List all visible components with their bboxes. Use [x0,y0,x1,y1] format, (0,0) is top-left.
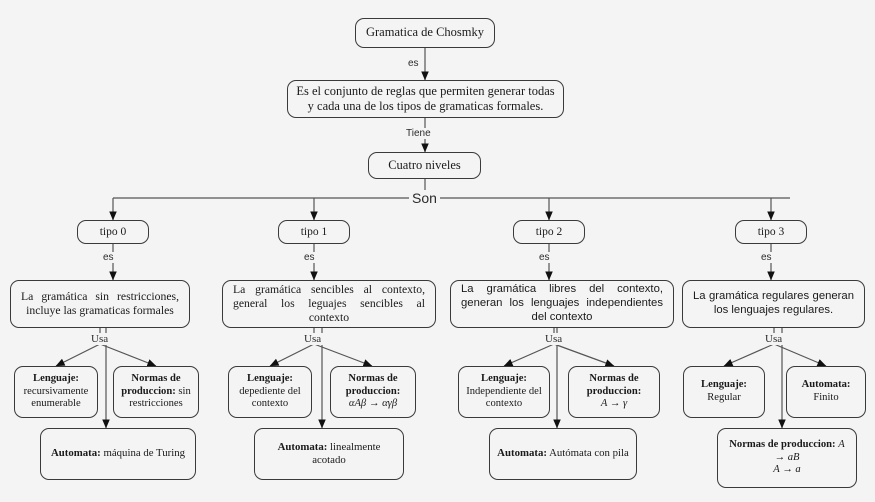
node-tipo1-lenguaje-label: Lenguaje: [247,372,293,384]
node-desc-tipo-0-label: La gramática sin restricciones, incluye … [21,289,179,317]
node-tipo2-normas-value: A → γ [600,398,628,410]
node-tipo-3-label: tipo 3 [757,225,785,238]
node-desc-tipo-2-label: La gramática libres del contexto, genera… [461,283,663,323]
node-tipo0-normas-value: sin restricciones [129,385,191,410]
node-root[interactable]: Gramatica de Chosmky [355,18,495,48]
node-tipo1-normas-label: Normas de produccion: [345,372,401,397]
node-tipo2-lenguaje[interactable]: Lenguaje: Independiente del contexto [458,366,550,418]
node-tipo0-automata[interactable]: Automata: máquina de Turing [40,428,196,480]
node-tipo3-automata[interactable]: Automata: Finito [786,366,866,418]
edge-label-es-tipo-2: es [536,252,553,263]
node-tipo-2-label: tipo 2 [535,225,563,238]
edge-label-tiene: Tiene [403,128,434,139]
node-desc-tipo-1-label: La gramática sencibles al contexto, gene… [233,282,425,325]
node-tipo1-normas-value: αAβ → αγβ [348,398,398,410]
node-tipo1-automata-value: linealmente acotado [312,440,381,466]
node-cuatro-niveles[interactable]: Cuatro niveles [368,152,481,179]
node-root-label: Gramatica de Chosmky [365,25,485,40]
edge-label-es-tipo-3: es [758,252,775,263]
node-cuatro-niveles-label: Cuatro niveles [388,157,461,172]
node-tipo0-normas[interactable]: Normas de produccion: sin restricciones [113,366,199,418]
edge-label-usa-3: Usa [762,333,786,345]
node-desc-tipo-1[interactable]: La gramática sencibles al contexto, gene… [222,280,436,328]
node-desc-tipo-3-label: La gramática regulares generan los lengu… [693,290,854,316]
edge-label-es-root: es [405,58,422,69]
node-tipo-2[interactable]: tipo 2 [513,220,585,244]
edge-label-es-tipo-1: es [301,252,318,263]
edge-label-son: Son [409,190,440,206]
node-tipo3-lenguaje-value: Regular [707,392,741,403]
node-tipo0-normas-label: Normas de produccion: [121,372,181,397]
node-tipo0-lenguaje-label: Lenguaje: [33,372,79,384]
node-tipo2-lenguaje-value: Independiente del contexto [466,385,542,410]
edge-label-usa-1: Usa [301,333,325,345]
node-tipo-3[interactable]: tipo 3 [735,220,807,244]
node-desc-tipo-0[interactable]: La gramática sin restricciones, incluye … [10,280,190,328]
node-tipo3-normas-label: Normas de produccion: [729,438,836,450]
node-tipo3-normas[interactable]: Normas de produccion: A → aB A → a [717,428,857,488]
node-tipo1-lenguaje-value: depediente del contexto [239,385,301,410]
node-tipo2-automata-label: Automata: [497,447,547,460]
node-tipo3-lenguaje[interactable]: Lenguaje: Regular [683,366,765,418]
node-tipo0-automata-value: máquina de Turing [103,447,186,460]
node-tipo2-automata-value: Autómata con pila [549,447,629,460]
node-tipo2-normas-label: Normas de produccion: [586,372,642,397]
node-tipo3-normas-value1: A → aB [774,438,845,463]
node-desc-tipo-3[interactable]: La gramática regulares generan los lengu… [682,280,865,328]
node-definition[interactable]: Es el conjunto de reglas que permiten ge… [287,80,564,118]
node-tipo-1-label: tipo 1 [300,225,328,238]
node-tipo0-lenguaje[interactable]: Lenguaje: recursivamente enumerable [14,366,98,418]
node-tipo1-lenguaje[interactable]: Lenguaje: depediente del contexto [228,366,312,418]
node-tipo3-lenguaje-label: Lenguaje: [701,379,747,391]
node-tipo3-automata-value: Finito [813,392,839,403]
node-tipo3-normas-value2: A → a [773,464,801,476]
node-tipo2-normas[interactable]: Normas de produccion: A → γ [568,366,660,418]
node-tipo1-normas[interactable]: Normas de produccion: αAβ → αγβ [330,366,416,418]
edge-label-es-tipo-0: es [100,252,117,263]
node-tipo3-automata-label: Automata: [801,379,851,391]
node-tipo-0-label: tipo 0 [99,225,127,238]
node-desc-tipo-2[interactable]: La gramática libres del contexto, genera… [450,280,674,328]
node-definition-label: Es el conjunto de reglas que permiten ge… [296,83,555,113]
edge-label-usa-2: Usa [542,333,566,345]
node-tipo0-lenguaje-value: recursivamente enumerable [23,385,89,410]
node-tipo0-automata-label: Automata: [50,447,101,460]
edge-label-usa-0: Usa [88,333,112,345]
node-tipo1-automata[interactable]: Automata: linealmente acotado [254,428,404,480]
node-tipo2-lenguaje-label: Lenguaje: [481,372,527,384]
node-tipo-1[interactable]: tipo 1 [278,220,350,244]
node-tipo2-automata[interactable]: Automata: Autómata con pila [489,428,637,480]
node-tipo1-automata-label: Automata: [277,440,328,453]
node-tipo-0[interactable]: tipo 0 [77,220,149,244]
